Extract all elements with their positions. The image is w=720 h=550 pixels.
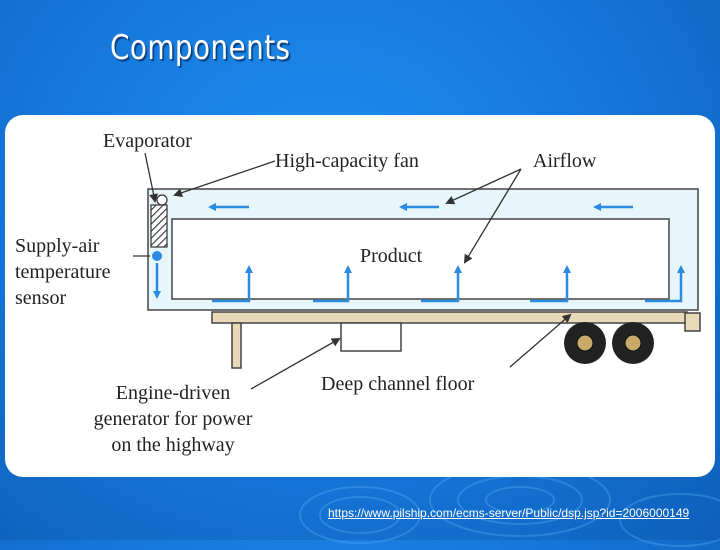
label-airflow: Airflow	[533, 150, 597, 172]
label-leader-lines	[133, 152, 572, 390]
source-link[interactable]: https://www.pilship.com/ecms-server/Publ…	[328, 506, 690, 520]
label-evaporator: Evaporator	[103, 130, 192, 152]
floor-airflow-arrows	[212, 265, 685, 303]
rear-bumper	[684, 312, 701, 332]
label-high-capacity-fan: High-capacity fan	[275, 150, 419, 172]
reefer-trailer-diagram	[133, 152, 701, 390]
trailer-chassis-rail	[211, 311, 688, 324]
landing-gear-leg	[231, 322, 242, 369]
supply-air-sensor-dot	[152, 251, 162, 261]
label-deep-channel-floor: Deep channel floor	[321, 373, 475, 395]
label-product: Product	[360, 245, 423, 267]
evaporator-coil	[150, 204, 168, 248]
label-engine-driven-generator: Engine-driven generator for power on the…	[93, 382, 253, 456]
rear-wheels	[564, 322, 654, 364]
label-supply-air-sensor: Supply-air temperature sensor	[15, 235, 111, 309]
slide-title: Components	[110, 28, 291, 68]
generator-box	[340, 322, 402, 352]
product-box	[171, 218, 670, 300]
fan-symbol	[156, 194, 168, 206]
diagram-panel: Evaporator High-capacity fan Airflow Pro…	[5, 115, 715, 477]
